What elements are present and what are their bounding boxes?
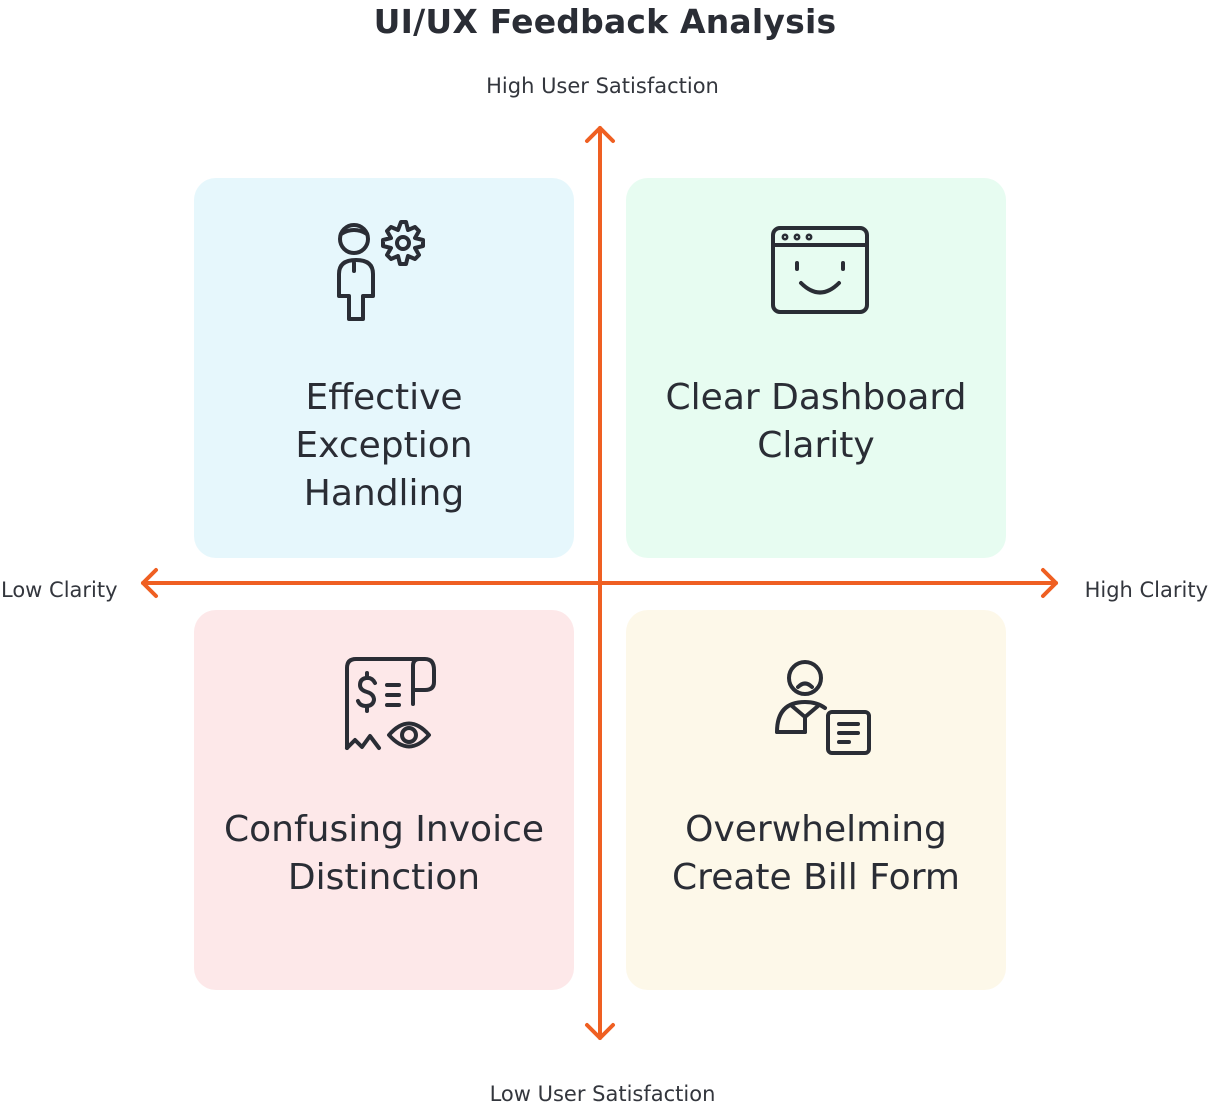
arrow-up-icon <box>585 126 615 143</box>
quadrant-label: Confusing Invoice Distinction <box>223 809 545 898</box>
quadrant-label: Overwhelming Create Bill Form <box>672 809 960 898</box>
arrow-down-icon <box>585 1023 615 1040</box>
axis-label-low-clarity: Low Clarity <box>1 578 118 602</box>
receipt-eye-icon <box>345 657 436 750</box>
quadrant-label: Effective Exception Handling <box>295 377 473 514</box>
quadrant-clear-dashboard-clarity: Clear Dashboard Clarity <box>626 178 1006 558</box>
arrow-right-icon <box>1041 568 1058 598</box>
axis-label-high-satisfaction: High User Satisfaction <box>486 74 719 98</box>
quadrant-label: Clear Dashboard Clarity <box>665 377 967 466</box>
smiling-browser-window-icon <box>771 226 869 314</box>
axis-label-high-clarity: High Clarity <box>1084 578 1208 602</box>
arrow-left-icon <box>141 568 158 598</box>
diagram-title: UI/UX Feedback Analysis <box>373 2 837 41</box>
quadrant-effective-exception-handling: Effective Exception Handling <box>194 178 574 558</box>
person-gear-icon <box>337 220 425 321</box>
axis-label-low-satisfaction: Low User Satisfaction <box>489 1082 716 1106</box>
sad-person-document-icon <box>775 660 871 755</box>
quadrant-overwhelming-create-bill-form: Overwhelming Create Bill Form <box>626 610 1006 990</box>
quadrant-confusing-invoice-distinction: Confusing Invoice Distinction <box>194 610 574 990</box>
